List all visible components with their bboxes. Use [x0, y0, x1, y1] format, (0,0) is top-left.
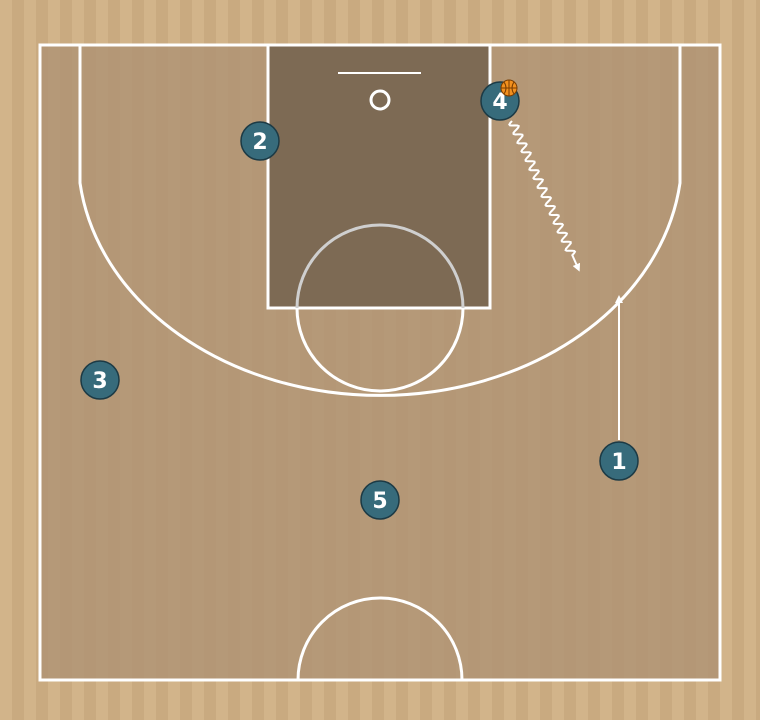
player-2[interactable]: 2	[240, 121, 280, 161]
free-throw-circle-upper	[295, 223, 465, 309]
player-marker	[599, 441, 639, 481]
player-marker	[240, 121, 280, 161]
dribble-arrow-player-4	[508, 120, 581, 272]
player-1[interactable]: 1	[599, 441, 639, 481]
player-5[interactable]: 5	[360, 480, 400, 520]
player-marker	[360, 480, 400, 520]
paint-area	[266, 43, 492, 310]
center-circle	[296, 596, 464, 681]
player-marker	[80, 360, 120, 400]
player-number: 2	[252, 130, 267, 155]
rim	[369, 89, 391, 111]
player-number: 4	[492, 90, 507, 115]
play-actions	[508, 120, 623, 440]
player-number: 5	[372, 489, 387, 514]
player-3[interactable]: 3	[80, 360, 120, 400]
player-4[interactable]: 4	[480, 79, 520, 121]
three-point-line	[78, 45, 682, 397]
basketball-icon	[500, 79, 518, 97]
players: 1 2 3 4 5	[80, 79, 639, 520]
player-number: 3	[92, 369, 107, 394]
free-throw-circle-lower	[295, 307, 465, 393]
court-boundary	[38, 43, 722, 682]
player-number: 1	[611, 450, 626, 475]
